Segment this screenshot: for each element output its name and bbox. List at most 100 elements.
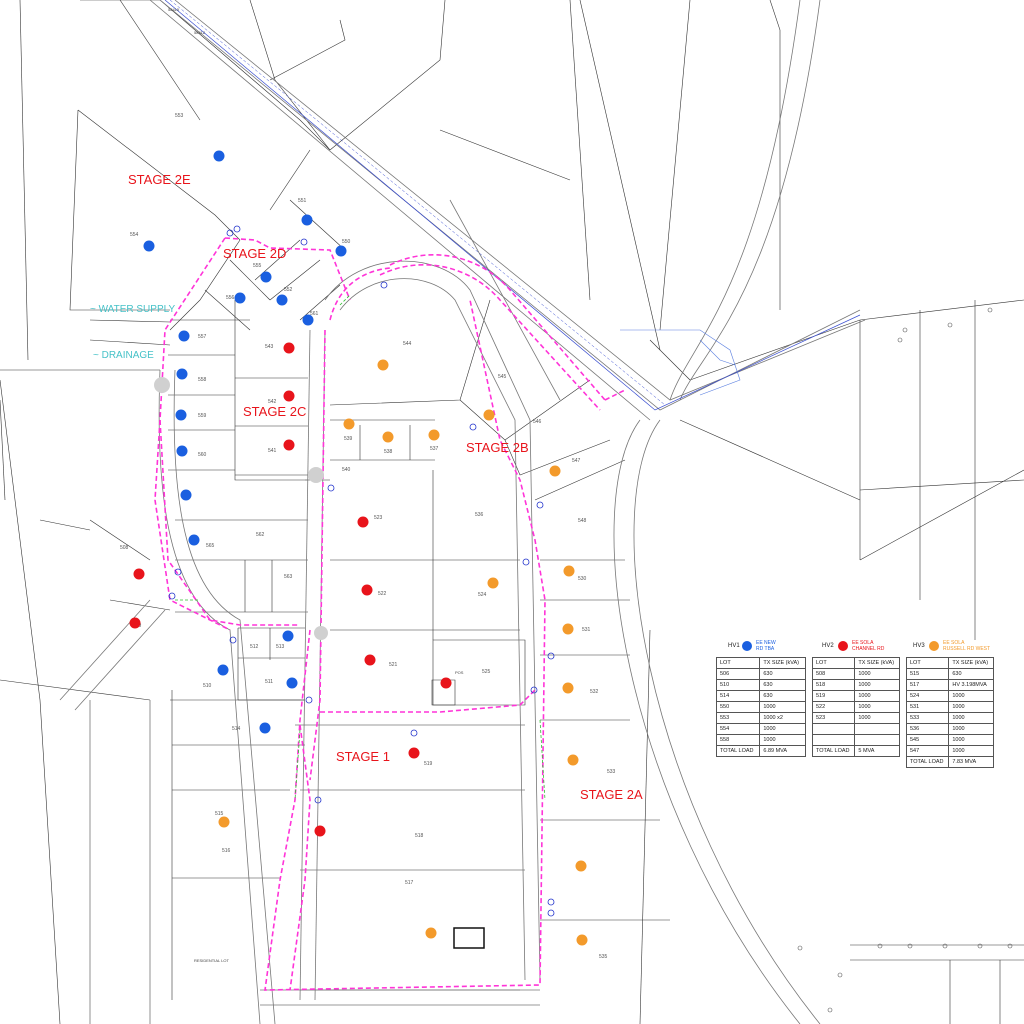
hv2-transformer-dot[interactable] — [314, 825, 326, 837]
hv1-transformer-dot[interactable] — [180, 489, 192, 501]
hv2-transformer-dot[interactable] — [283, 439, 295, 451]
lot-label: 546 — [533, 419, 542, 425]
lot-label: 530 — [578, 576, 587, 582]
hv1-transformer-dot[interactable] — [286, 677, 298, 689]
hv2-transformer-dot[interactable] — [440, 677, 452, 689]
hv3-transformer-dot[interactable] — [563, 565, 575, 577]
lot-label: 538 — [384, 449, 393, 455]
hv1-transformer-dot[interactable] — [175, 409, 187, 421]
hv2-transformer-dot[interactable] — [129, 617, 141, 629]
hv3-transformer-dot[interactable] — [487, 577, 499, 589]
hv1-transformer-dot[interactable] — [188, 534, 200, 546]
hv3-transformer-dot[interactable] — [428, 429, 440, 441]
lot-cell: 531 — [905, 701, 950, 713]
lot-label: 533 — [607, 769, 616, 775]
lot-label: 536 — [475, 512, 484, 518]
hv3-transformers — [218, 359, 588, 946]
hv2-transformer-dot[interactable] — [357, 516, 369, 528]
hv2-color-dot — [838, 641, 848, 651]
hv1-transformer-dot[interactable] — [143, 240, 155, 252]
hv2-label: HV2 — [822, 643, 834, 649]
hv1-transformer-dot[interactable] — [176, 368, 188, 380]
lot-label: 516 — [222, 848, 231, 854]
lot-label: 552 — [284, 287, 293, 293]
hv2-transformer-dot[interactable] — [364, 654, 376, 666]
hv3-transformer-dot[interactable] — [425, 927, 437, 939]
lot-label: 548 — [578, 518, 587, 524]
hv3-label: HV3 — [913, 643, 925, 649]
hv3-transformer-dot[interactable] — [567, 754, 579, 766]
hv1-transformer-dot[interactable] — [302, 314, 314, 326]
tx-size-cell: TX SIZE (kVA) — [948, 657, 994, 669]
hv1-transformer-dot[interactable] — [301, 214, 313, 226]
tx-size-cell: 1000 — [948, 690, 994, 702]
tx-size-cell: 1000 — [948, 745, 994, 757]
hv3-transformer-dot[interactable] — [576, 934, 588, 946]
road-chainage-label: 58415 — [168, 7, 180, 12]
hv2-transformer-dot[interactable] — [408, 747, 420, 759]
hv2-caption: EE SOLA CHANNEL RD — [852, 640, 884, 652]
lv-cable-route — [175, 294, 546, 801]
hv3-caption: EE SOLA RUSSELL RD WEST — [943, 640, 990, 652]
hv1-transformer-dot[interactable] — [213, 150, 225, 162]
hv1-transformer-dot[interactable] — [234, 292, 246, 304]
lot-cell: 515 — [905, 668, 950, 680]
hv2-transformer-dot[interactable] — [283, 342, 295, 354]
hv3-transformer-dot[interactable] — [575, 860, 587, 872]
hv3-transformer-dot[interactable] — [377, 359, 389, 371]
lot-cell: 550 — [715, 701, 761, 713]
hv1-transformer-dot[interactable] — [259, 722, 271, 734]
tx-size-cell: 1000 — [759, 723, 806, 735]
lot-label: 513 — [276, 644, 285, 650]
hv3-transformer-dot[interactable] — [562, 682, 574, 694]
residential-lot-label: RESIDENTIAL LOT — [194, 958, 230, 963]
hv3-transformer-dot[interactable] — [549, 465, 561, 477]
hv1-transformer-dot[interactable] — [217, 664, 229, 676]
tx-size-cell: 630 — [759, 668, 806, 680]
lot-label: 557 — [198, 334, 207, 340]
tx-size-cell: 1000 — [854, 712, 900, 724]
lot-label: 551 — [298, 198, 307, 204]
lot-label: 544 — [403, 341, 412, 347]
hv1-transformer-dot[interactable] — [276, 294, 288, 306]
lot-numbers: 553 554 551 550 555 556 552 557 558 559 … — [120, 113, 616, 960]
hv1-transformer-dot[interactable] — [335, 245, 347, 257]
hv1-transformer-dot[interactable] — [176, 445, 188, 457]
hv3-transformer-dot[interactable] — [483, 409, 495, 421]
hv2-transformer-dot[interactable] — [283, 390, 295, 402]
hv3-transformer-dot[interactable] — [343, 418, 355, 430]
hv1-transformer-dot[interactable] — [260, 271, 272, 283]
hv2-transformer-dot[interactable] — [361, 584, 373, 596]
utility-lines — [164, 0, 861, 411]
hv1-transformer-dot[interactable] — [282, 630, 294, 642]
hv3-caption-line2: RUSSELL RD WEST — [943, 646, 991, 652]
lot-label: 532 — [590, 689, 599, 695]
hv2-transformer-dot[interactable] — [133, 568, 145, 580]
lot-label: 522 — [378, 591, 387, 597]
lot-cell: 514 — [715, 690, 761, 702]
stage-2c-label: STAGE 2C — [243, 404, 306, 419]
lot-label: 525 — [482, 669, 491, 675]
lot-label: 558 — [198, 377, 207, 383]
lot-cell: 547 — [905, 745, 950, 757]
hv3-transformer-dot[interactable] — [562, 623, 574, 635]
lot-cell: 536 — [905, 723, 950, 735]
stage-2a-label: STAGE 2A — [580, 787, 643, 802]
hv3-transformer-dot[interactable] — [218, 816, 230, 828]
lot-cell: 545 — [905, 734, 950, 746]
hv3-transformer-dot[interactable] — [382, 431, 394, 443]
hv1-transformer-dot[interactable] — [178, 330, 190, 342]
lot-label: 559 — [198, 413, 207, 419]
